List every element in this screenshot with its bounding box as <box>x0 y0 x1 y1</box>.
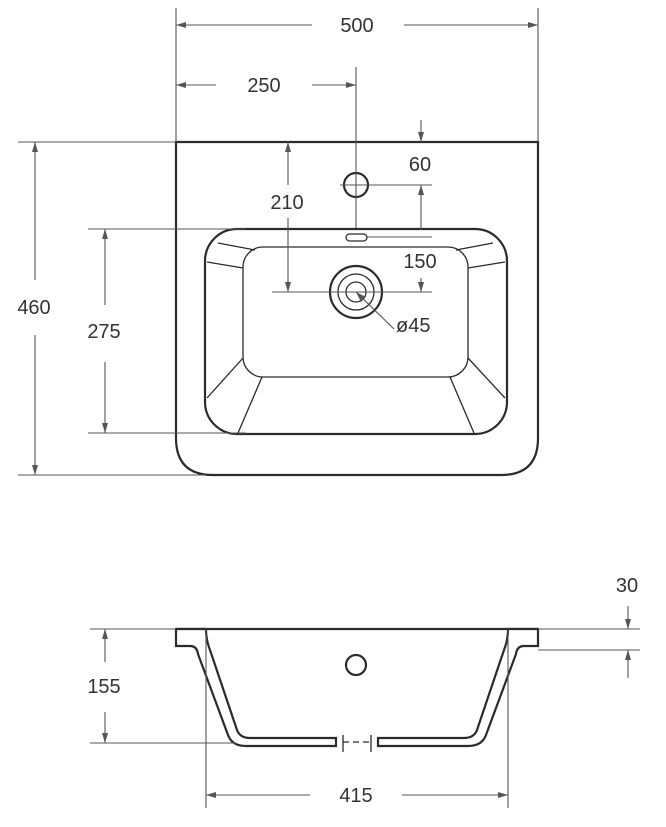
dim-label-overall-width: 500 <box>340 15 373 37</box>
side-view: 155 30 415 <box>87 575 640 808</box>
bevel-line <box>467 261 506 269</box>
dim-label-tap-offset: 250 <box>247 75 280 97</box>
bowl-rim-top <box>203 227 509 436</box>
arrowhead <box>418 185 424 195</box>
dim-label-bowl-width: 415 <box>339 785 372 807</box>
bowl-floor-top <box>242 246 469 378</box>
arrowhead <box>176 82 186 88</box>
dim-label-bowl-depth: 275 <box>87 321 120 343</box>
basin-section-right <box>376 627 540 748</box>
arrowhead <box>285 282 291 292</box>
bevel-line <box>455 242 494 251</box>
arrowhead <box>176 22 186 28</box>
overflow-slot <box>345 233 368 242</box>
bevel-line <box>237 376 263 434</box>
basin-section-left <box>174 627 338 748</box>
arrowhead <box>418 282 424 292</box>
tap-hole-section <box>344 653 368 677</box>
arrowhead <box>102 423 108 433</box>
dim-label-drain-diameter: ø45 <box>396 315 430 337</box>
dim-label-overall-depth: 460 <box>17 297 50 319</box>
bevel-line <box>217 242 256 251</box>
dim-label-rim-thickness: 30 <box>616 575 638 597</box>
arrowhead <box>356 292 366 302</box>
arrowhead <box>102 629 108 639</box>
bevel-line <box>449 376 475 434</box>
arrowhead <box>346 82 356 88</box>
dim-label-bowl-height: 155 <box>87 676 120 698</box>
dim-label-overflow-to-drain: 150 <box>403 251 436 273</box>
bevel-line <box>467 357 506 399</box>
arrowhead <box>625 619 631 629</box>
basin-outline-top <box>174 140 540 477</box>
bevel-line <box>206 261 244 269</box>
arrowhead <box>206 792 216 798</box>
arrowhead <box>102 229 108 239</box>
arrowhead <box>32 465 38 475</box>
arrowhead <box>625 650 631 660</box>
arrowhead <box>285 142 291 152</box>
arrowhead <box>418 132 424 142</box>
arrowhead <box>32 142 38 152</box>
top-view: 500 250 460 60 210 150 <box>17 8 540 477</box>
dim-label-drain-distance: 210 <box>270 192 303 214</box>
dim-label-tap-hole-distance: 60 <box>409 154 431 176</box>
arrowhead <box>102 733 108 743</box>
arrowhead <box>498 792 508 798</box>
bevel-line <box>206 357 244 399</box>
arrowhead <box>528 22 538 28</box>
